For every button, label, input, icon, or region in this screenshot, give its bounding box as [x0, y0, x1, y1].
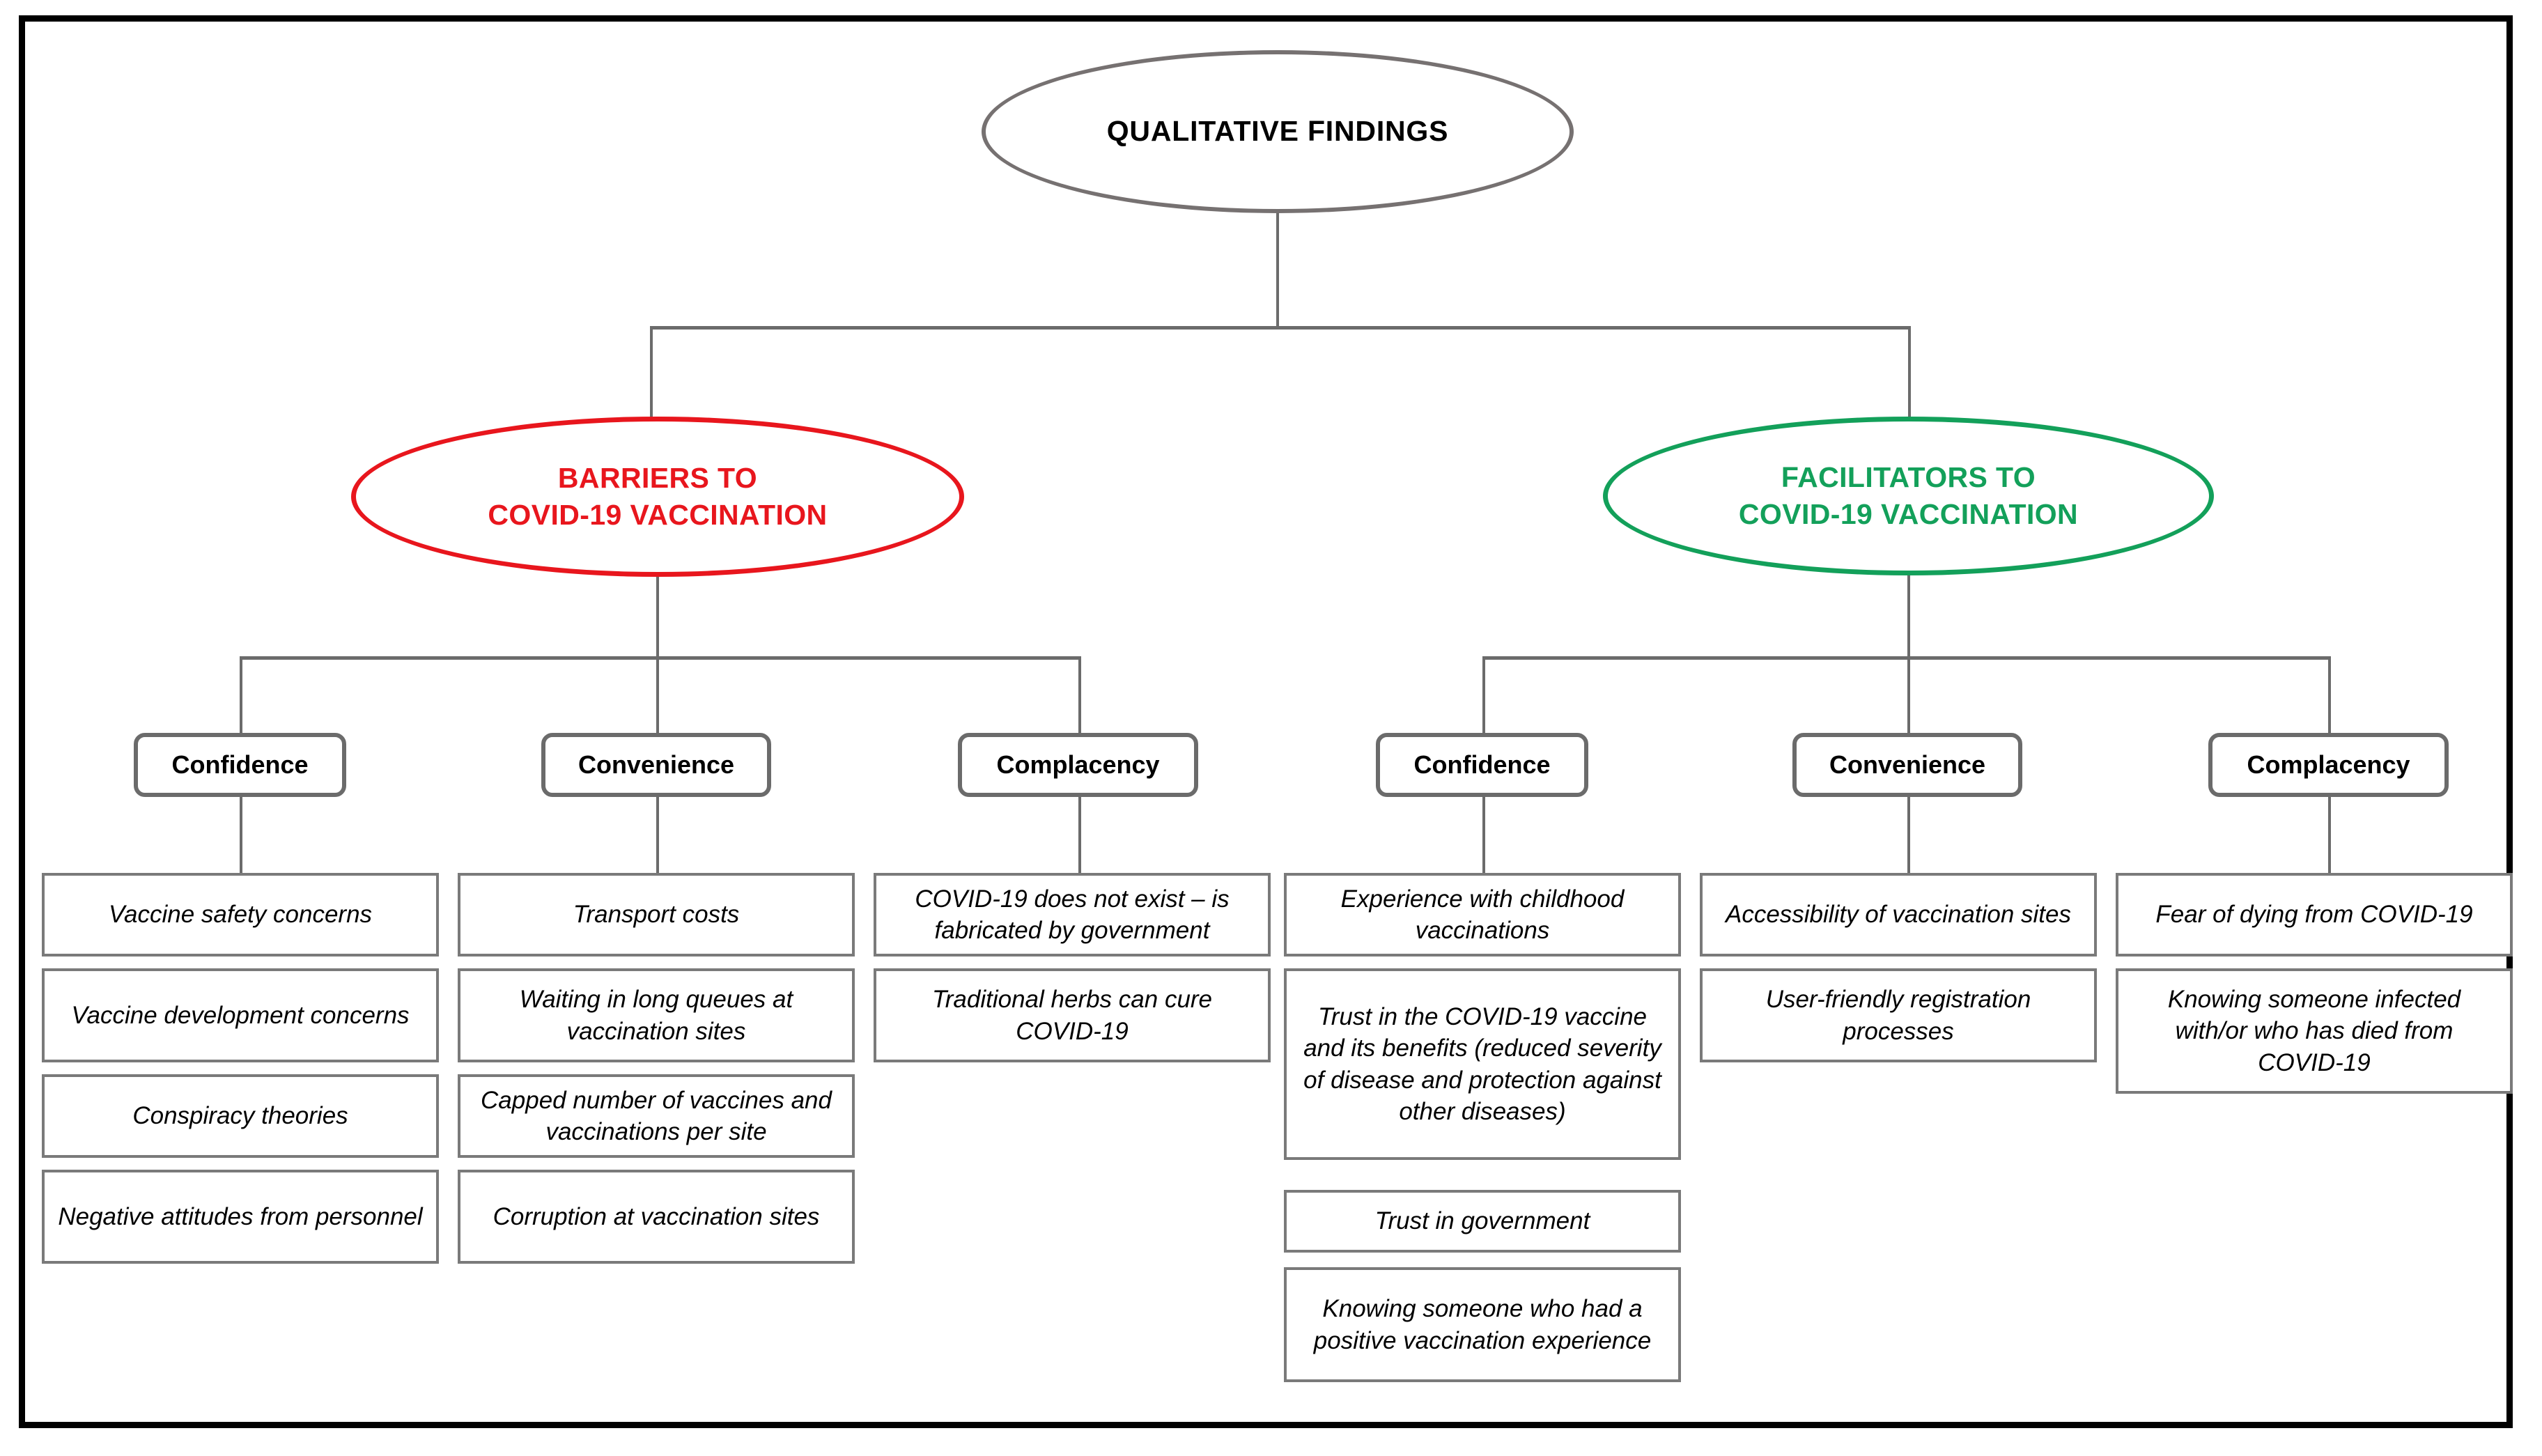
leaf-label: COVID-19 does not exist – is fabricated …	[915, 885, 1230, 945]
leaf-box: Corruption at vaccination sites	[458, 1170, 855, 1264]
category-label: Complacency	[2247, 750, 2410, 779]
connector-barriers-bus	[240, 656, 1080, 660]
connector-facilitators-drop-confidence	[1482, 656, 1485, 733]
connector-root-stem	[1276, 209, 1279, 329]
leaf-box: Transport costs	[458, 873, 855, 957]
connector-barriers-drop-complacency	[1078, 656, 1081, 733]
leaf-box: Waiting in long queues at vaccination si…	[458, 968, 855, 1062]
connector-facilitators-confidence-to-items	[1482, 797, 1485, 873]
connector-barriers-complacency-to-items	[1078, 797, 1081, 873]
connector-barriers-confidence-to-items	[240, 797, 242, 873]
category-box-facilitators-complacency: Complacency	[2208, 733, 2449, 797]
category-box-barriers-confidence: Confidence	[134, 733, 346, 797]
leaf-box: User-friendly registration processes	[1700, 968, 2097, 1062]
leaf-box: Vaccine safety concerns	[42, 873, 439, 957]
leaf-label: User-friendly registration processes	[1765, 986, 2031, 1045]
leaf-box: Traditional herbs can cure COVID-19	[874, 968, 1271, 1062]
connector-drop-barriers	[650, 326, 653, 437]
leaf-label: Vaccine development concerns	[71, 1001, 410, 1029]
connector-facilitators-convenience-to-items	[1907, 797, 1910, 873]
leaf-label: Vaccine safety concerns	[108, 901, 373, 929]
category-label: Confidence	[171, 750, 309, 779]
leaf-box: COVID-19 does not exist – is fabricated …	[874, 873, 1271, 957]
leaf-box: Vaccine development concerns	[42, 968, 439, 1062]
leaf-box: Capped number of vaccines and vaccinatio…	[458, 1074, 855, 1158]
leaf-box: Negative attitudes from personnel	[42, 1170, 439, 1264]
facilitators-label-line1: FACILITATORS TO	[1781, 460, 2036, 493]
category-label: Convenience	[1829, 750, 1986, 779]
branch-node-barriers: BARRIERS TO COVID-19 VACCINATION	[351, 417, 964, 577]
category-box-barriers-convenience: Convenience	[541, 733, 771, 797]
leaf-label: Trust in the COVID-19 vaccine and its be…	[1303, 1002, 1661, 1126]
leaf-label: Experience with childhood vaccinations	[1340, 885, 1625, 945]
connector-drop-facilitators	[1908, 326, 1911, 437]
category-label: Complacency	[996, 750, 1160, 779]
leaf-box: Experience with childhood vaccinations	[1284, 873, 1681, 957]
connector-facilitators-drop-convenience	[1907, 656, 1910, 733]
connector-facilitators-drop-complacency	[2328, 656, 2331, 733]
category-box-barriers-complacency: Complacency	[958, 733, 1198, 797]
leaf-box: Knowing someone who had a positive vacci…	[1284, 1267, 1681, 1382]
connector-barriers-drop-confidence	[240, 656, 242, 733]
branch-node-facilitators: FACILITATORS TO COVID-19 VACCINATION	[1603, 417, 2214, 575]
leaf-box: Fear of dying from COVID-19	[2116, 873, 2513, 957]
leaf-label: Traditional herbs can cure COVID-19	[931, 986, 1213, 1045]
leaf-label: Waiting in long queues at vaccination si…	[519, 986, 793, 1045]
leaf-box: Knowing someone infected with/or who has…	[2116, 968, 2513, 1094]
leaf-label: Trust in government	[1374, 1207, 1590, 1235]
category-label: Convenience	[578, 750, 735, 779]
branch-node-facilitators-label: FACILITATORS TO COVID-19 VACCINATION	[1718, 459, 2099, 534]
connector-barriers-stem	[656, 571, 659, 658]
leaf-box: Accessibility of vaccination sites	[1700, 873, 2097, 957]
connector-facilitators-complacency-to-items	[2328, 797, 2331, 873]
leaf-label: Knowing someone who had a positive vacci…	[1313, 1295, 1652, 1354]
leaf-label: Conspiracy theories	[132, 1102, 348, 1130]
leaf-label: Accessibility of vaccination sites	[1725, 901, 2072, 929]
facilitators-label-line2: COVID-19 VACCINATION	[1738, 498, 2079, 530]
leaf-label: Corruption at vaccination sites	[493, 1202, 820, 1230]
connector-top-bus	[650, 326, 1911, 330]
leaf-box: Trust in the COVID-19 vaccine and its be…	[1284, 968, 1681, 1160]
category-label: Confidence	[1413, 750, 1551, 779]
connector-facilitators-bus	[1482, 656, 2331, 660]
leaf-label: Fear of dying from COVID-19	[2155, 901, 2473, 929]
connector-barriers-drop-convenience	[656, 656, 659, 733]
connector-barriers-convenience-to-items	[656, 797, 659, 873]
root-node-label: QUALITATIVE FINDINGS	[1106, 115, 1449, 148]
category-box-facilitators-confidence: Confidence	[1376, 733, 1588, 797]
root-node-qualitative-findings: QUALITATIVE FINDINGS	[982, 50, 1574, 213]
leaf-box: Conspiracy theories	[42, 1074, 439, 1158]
branch-node-barriers-label: BARRIERS TO COVID-19 VACCINATION	[467, 460, 848, 534]
barriers-label-line1: BARRIERS TO	[557, 461, 758, 494]
category-box-facilitators-convenience: Convenience	[1792, 733, 2022, 797]
leaf-label: Capped number of vaccines and vaccinatio…	[481, 1086, 832, 1146]
barriers-label-line2: COVID-19 VACCINATION	[488, 499, 828, 531]
leaf-label: Negative attitudes from personnel	[58, 1202, 423, 1230]
leaf-label: Knowing someone infected with/or who has…	[2167, 985, 2461, 1076]
leaf-label: Transport costs	[573, 901, 740, 929]
leaf-box: Trust in government	[1284, 1190, 1681, 1253]
connector-facilitators-stem	[1907, 571, 1910, 658]
